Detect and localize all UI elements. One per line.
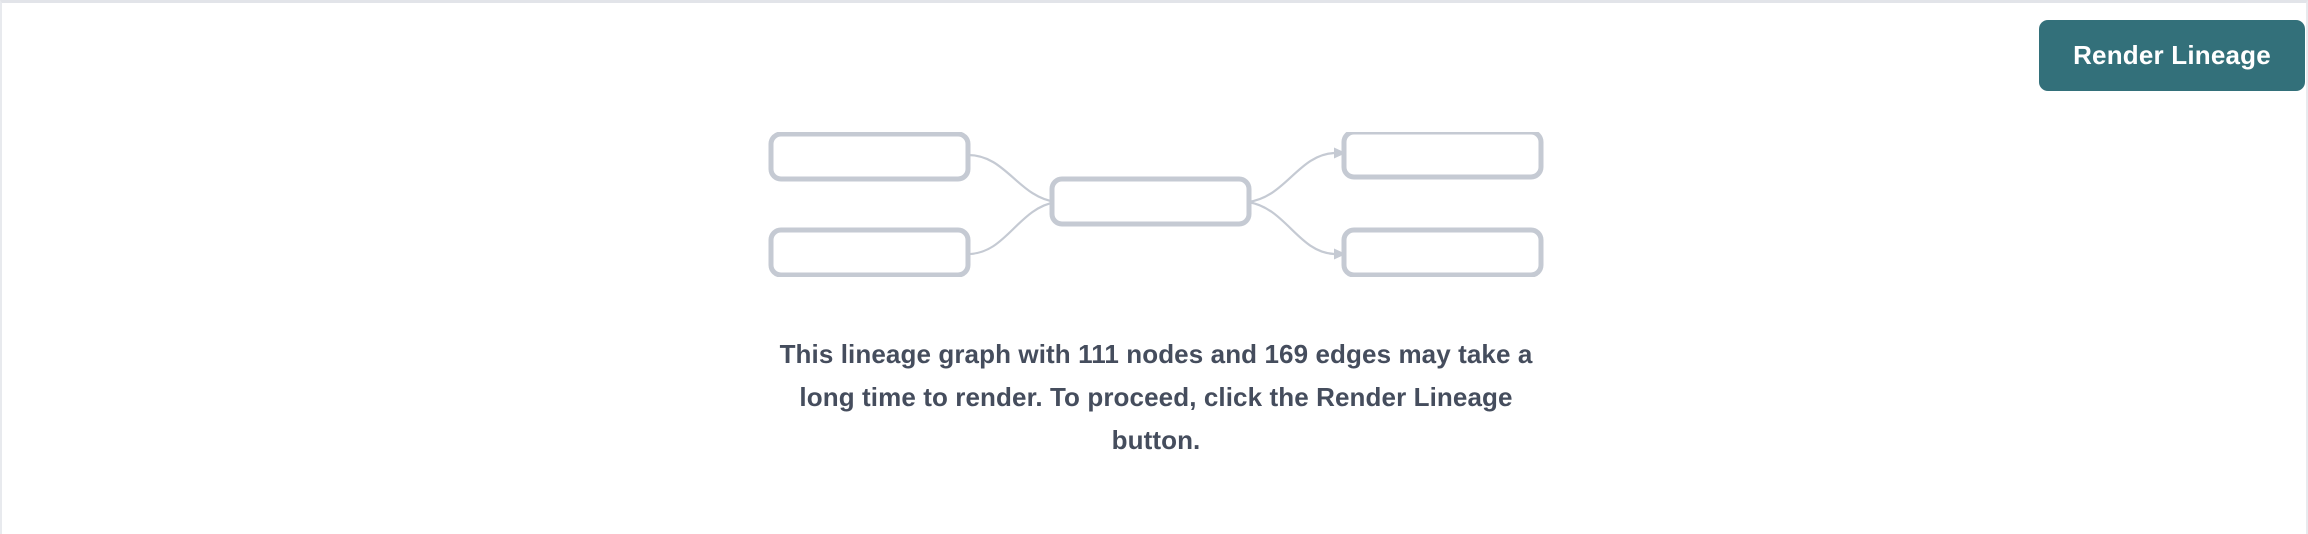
placeholder-edge-group-outgoing — [1247, 147, 1346, 260]
arrow-head-into-target-top — [1334, 147, 1346, 159]
lineage-graph-placeholder-illustration — [768, 132, 1544, 277]
arrow-head-into-center — [1056, 196, 1068, 208]
placeholder-node-target-bottom — [1341, 227, 1544, 277]
edge-source-bottom-to-center — [967, 200, 1057, 256]
edge-center-to-target-top — [1247, 151, 1335, 204]
placeholder-node-source-bottom — [768, 227, 971, 277]
placeholder-node-target-top — [1341, 132, 1544, 180]
arrow-head-into-target-bottom — [1334, 248, 1346, 260]
edge-source-top-to-center — [967, 153, 1057, 204]
render-lineage-button[interactable]: Render Lineage — [2039, 20, 2305, 91]
lineage-empty-state: This lineage graph with 111 nodes and 16… — [2, 3, 2306, 534]
edge-center-to-target-bottom — [1247, 200, 1335, 256]
placeholder-node-center — [1049, 176, 1252, 227]
placeholder-edge-group-incoming — [967, 153, 1068, 256]
placeholder-node-source-top — [768, 132, 971, 182]
lineage-empty-state-message: This lineage graph with 111 nodes and 16… — [779, 339, 1533, 455]
